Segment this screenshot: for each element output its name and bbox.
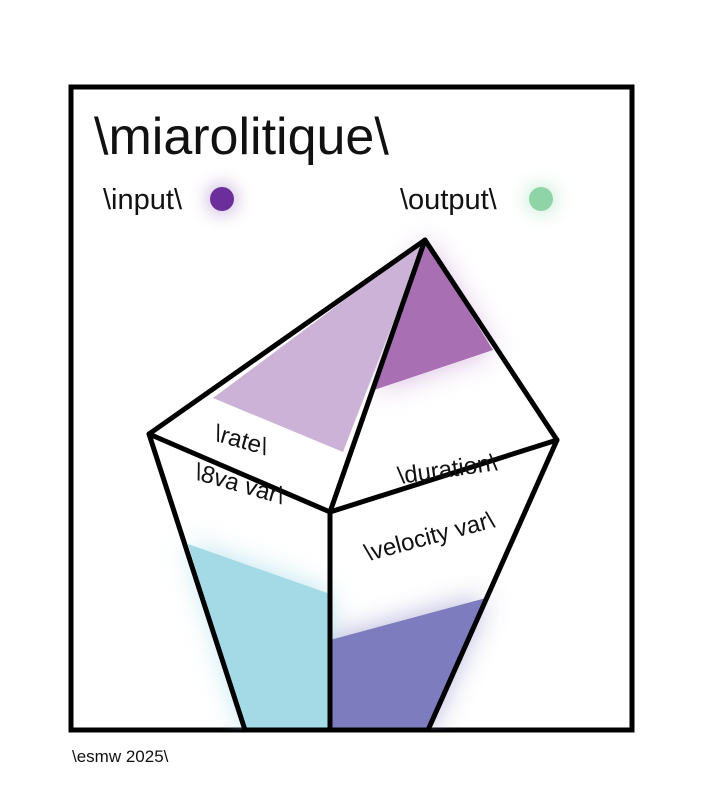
velocity-var-face-fill <box>330 598 486 730</box>
duration-face-fill <box>374 240 493 390</box>
rate-face-fill <box>213 240 425 452</box>
output-legend-label: \output\ <box>400 184 498 216</box>
diagram-title: \miarolitique\ <box>94 108 389 166</box>
crystal-fills <box>188 240 493 730</box>
octave-var-face-fill <box>188 544 330 730</box>
credit-text: \esmw 2025\ <box>72 747 169 766</box>
output-legend-dot <box>529 187 553 211</box>
crystal-outline <box>146 237 560 733</box>
input-legend-dot <box>210 187 234 211</box>
input-legend-label: \input\ <box>103 184 183 216</box>
